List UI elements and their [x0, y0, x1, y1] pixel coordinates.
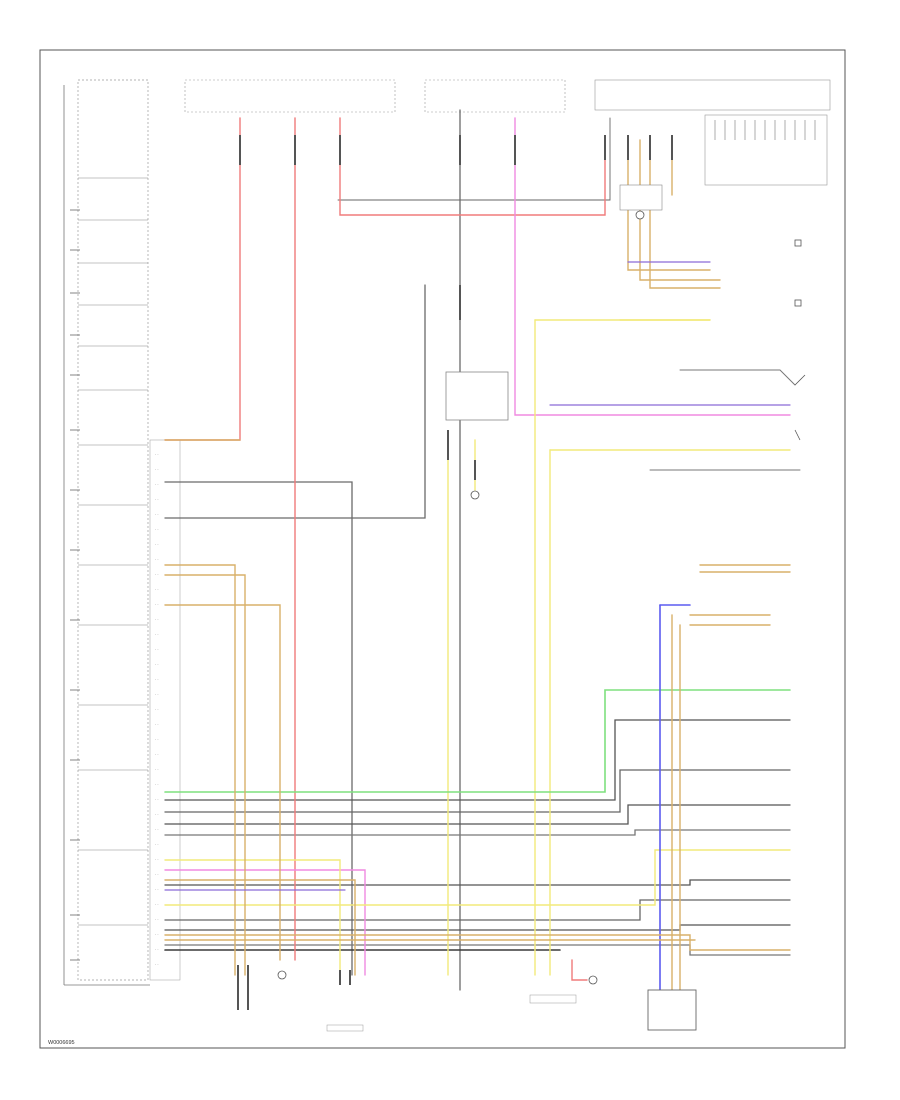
ground-symbol-3 [588, 975, 598, 985]
svg-text:. .: . . [155, 856, 159, 861]
ground-symbol-1 [277, 970, 287, 980]
svg-text:. .: . . [155, 481, 159, 486]
svg-text:. .: . . [155, 526, 159, 531]
svg-text:. .: . . [155, 931, 159, 936]
svg-text:. .: . . [155, 736, 159, 741]
svg-text:. .: . . [155, 466, 159, 471]
svg-text:. .: . . [155, 631, 159, 636]
wires-dark [164, 109, 801, 991]
svg-text:. .: . . [155, 946, 159, 951]
wires-blue [659, 604, 691, 991]
svg-text:. .: . . [155, 706, 159, 711]
svg-text:. .: . . [155, 871, 159, 876]
connector-marks [237, 135, 673, 1010]
svg-text:. .: . . [155, 766, 159, 771]
wires-yellow [164, 319, 791, 976]
wire-red-1 [164, 117, 241, 441]
wires-violet [164, 261, 791, 891]
svg-text:. .: . . [155, 451, 159, 456]
svg-text:. .: . . [155, 751, 159, 756]
svg-text:. .: . . [155, 781, 159, 786]
wires-pink [164, 117, 791, 976]
svg-text:. .: . . [155, 496, 159, 501]
svg-text:. .: . . [155, 841, 159, 846]
wires-green [164, 689, 791, 793]
left-column-box [77, 79, 149, 981]
svg-text:. .: . . [155, 901, 159, 906]
svg-text:. .: . . [155, 721, 159, 726]
wires-red [164, 117, 606, 981]
ground-symbol-2 [470, 490, 480, 500]
svg-text:. .: . . [155, 811, 159, 816]
svg-text:. .: . . [155, 676, 159, 681]
svg-text:. .: . . [155, 961, 159, 966]
svg-text:. .: . . [155, 826, 159, 831]
top-fuse-area [184, 79, 831, 186]
svg-text:. .: . . [155, 571, 159, 576]
svg-text:. .: . . [155, 601, 159, 606]
svg-text:. .: . . [155, 646, 159, 651]
center-module [326, 184, 697, 1032]
left-component-column [63, 79, 181, 986]
diagram-frame [39, 49, 846, 1049]
svg-text:. .: . . [155, 691, 159, 696]
svg-text:. .: . . [155, 541, 159, 546]
svg-text:. .: . . [155, 556, 159, 561]
svg-text:. .: . . [155, 661, 159, 666]
svg-text:. .: . . [155, 886, 159, 891]
svg-text:. .: . . [155, 796, 159, 801]
wires-tan [164, 139, 791, 991]
svg-text:. .: . . [155, 586, 159, 591]
wire-can-gray [164, 284, 426, 519]
svg-text:. .: . . [155, 616, 159, 621]
connector-pin-numbers: . .. .. . . .. .. . . .. .. . . .. .. . … [155, 451, 159, 966]
component-symbols [277, 210, 806, 985]
figure-code: W0006695 [48, 1040, 75, 1046]
svg-text:. .: . . [155, 511, 159, 516]
svg-text:. .: . . [155, 916, 159, 921]
